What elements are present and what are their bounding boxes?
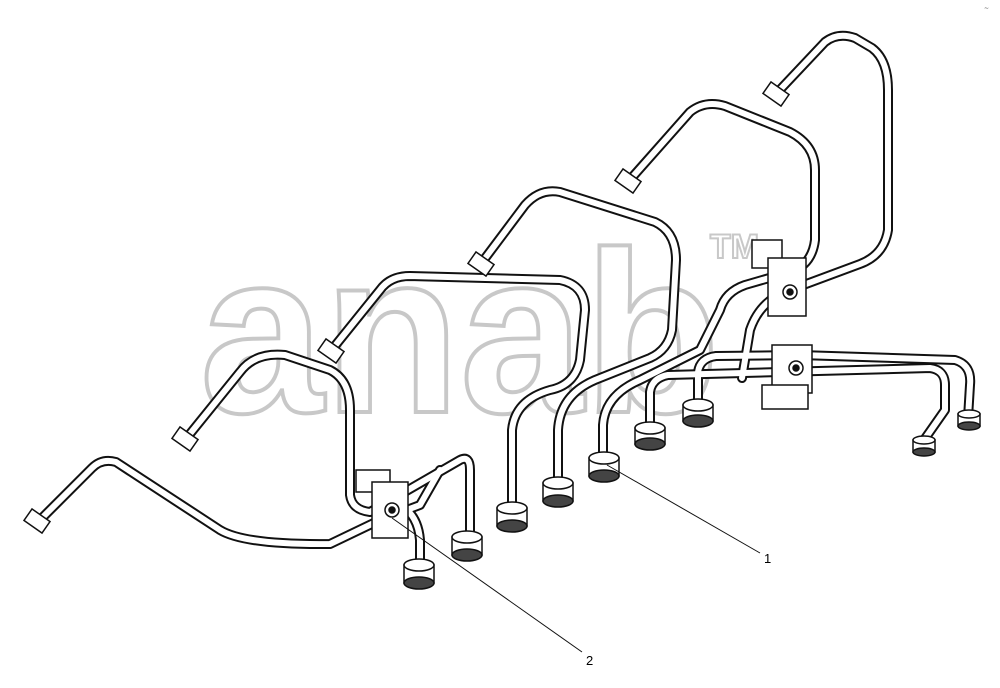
watermark: anab TM — [198, 202, 760, 463]
callout-2-label: 2 — [586, 653, 593, 668]
watermark-logo: anab — [200, 204, 720, 461]
fitting-2 — [451, 530, 483, 562]
cap-f — [761, 80, 791, 108]
cap-e — [613, 167, 643, 195]
cap-b — [170, 425, 200, 453]
corner-mark: ~ — [984, 5, 989, 12]
fitting-8 — [912, 435, 936, 457]
lower-fittings — [403, 398, 981, 590]
fitting-6 — [634, 421, 666, 451]
clamp-left — [355, 469, 409, 539]
cap-a — [22, 507, 52, 535]
fitting-4 — [542, 476, 574, 508]
cap-c — [316, 337, 346, 365]
clamps — [355, 239, 813, 539]
cap-d — [466, 250, 496, 278]
pipe-end-caps — [22, 80, 791, 535]
leader-1 — [606, 464, 761, 554]
fitting-1 — [403, 558, 435, 590]
fitting-5 — [588, 451, 620, 483]
leader-lines — [391, 464, 761, 653]
fitting-9 — [957, 409, 981, 431]
callout-1-label: 1 — [764, 551, 771, 566]
leader-2 — [391, 517, 583, 653]
fitting-7 — [682, 398, 714, 428]
clamp-right — [761, 344, 813, 410]
fitting-3 — [496, 501, 528, 533]
clamp-upper-right — [751, 239, 807, 317]
